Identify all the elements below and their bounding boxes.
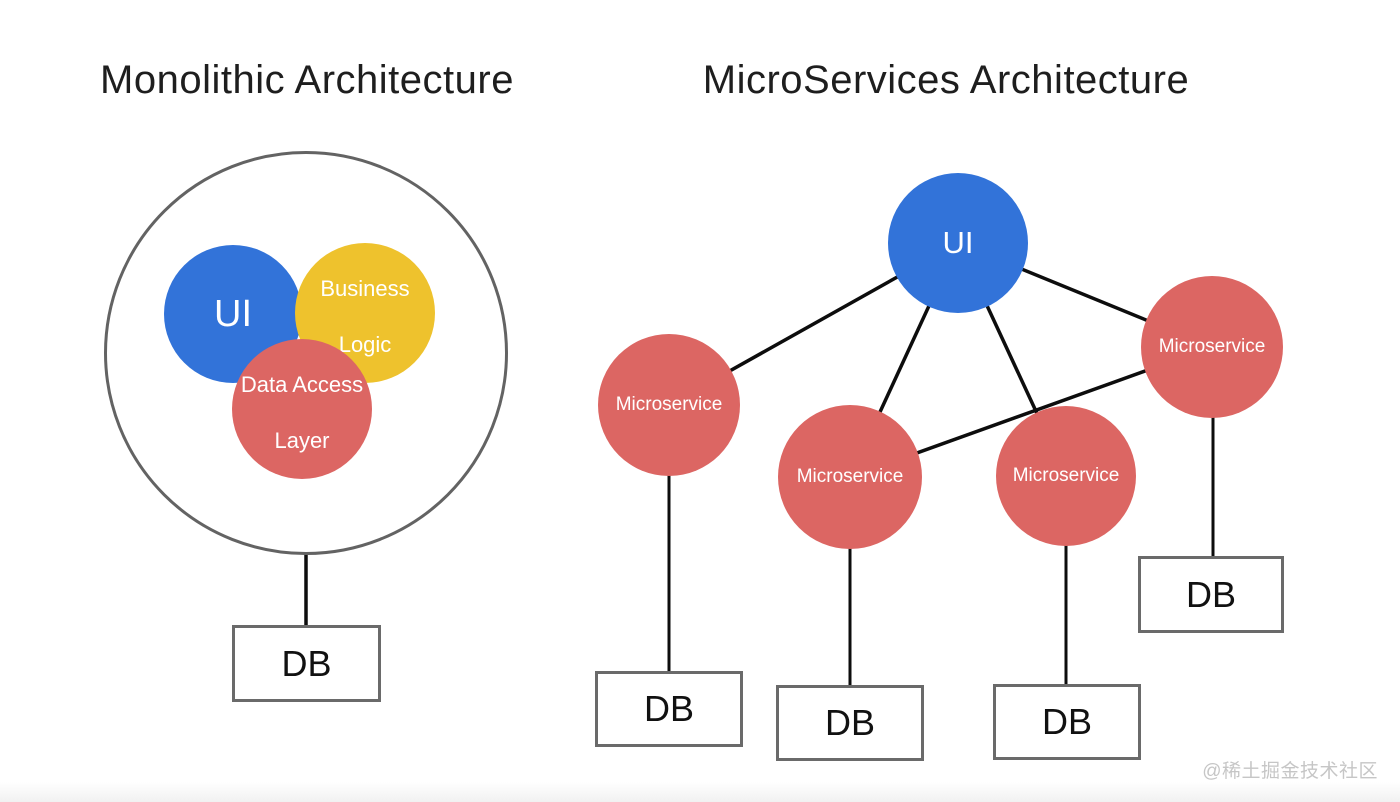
microservice-db-box-1: DB xyxy=(595,671,743,747)
business-logic-label-line2: Logic xyxy=(338,332,392,357)
microservice-label-4: Microservice xyxy=(1158,336,1266,357)
monolith-db-box: DB xyxy=(232,625,381,702)
microservice-circle-2: Microservice xyxy=(778,405,922,549)
bottom-fade xyxy=(0,782,1400,802)
microservice-circle-4: Microservice xyxy=(1141,276,1283,418)
microservices-title: MicroServices Architecture xyxy=(702,58,1190,102)
microservice-db-label-4: DB xyxy=(1185,573,1236,615)
monolith-ui-label: UI xyxy=(214,292,252,335)
microservice-db-label-3: DB xyxy=(1041,701,1092,742)
microservice-label-1: Microservice xyxy=(615,394,723,415)
monolith-ui-circle: UI xyxy=(164,245,302,383)
monolith-boundary-circle xyxy=(104,151,508,555)
watermark-text: @稀土掘金技术社区 xyxy=(1202,761,1378,782)
microservice-label-2: Microservice xyxy=(796,466,904,487)
monolithic-title: Monolithic Architecture xyxy=(100,58,514,102)
monolith-db-label: DB xyxy=(281,642,332,684)
microservice-db-label-1: DB xyxy=(643,688,694,729)
data-access-label-line1: Data Access xyxy=(240,372,364,397)
microservice-db-box-3: DB xyxy=(993,684,1141,760)
data-access-label-line2: Layer xyxy=(274,428,330,453)
microservice-db-label-2: DB xyxy=(824,702,875,743)
monolith-data-access-circle: Data Access Layer xyxy=(232,339,372,479)
business-logic-label-line1: Business xyxy=(320,276,410,301)
microservice-db-box-4: DB xyxy=(1138,556,1284,633)
microservice-db-box-2: DB xyxy=(776,685,924,761)
microservices-ui-circle: UI xyxy=(888,173,1028,313)
microservice-circle-1: Microservice xyxy=(598,334,740,476)
microservice-label-3: Microservice xyxy=(1012,465,1120,486)
microservices-ui-label: UI xyxy=(942,225,974,260)
microservice-circle-3: Microservice xyxy=(996,406,1136,546)
